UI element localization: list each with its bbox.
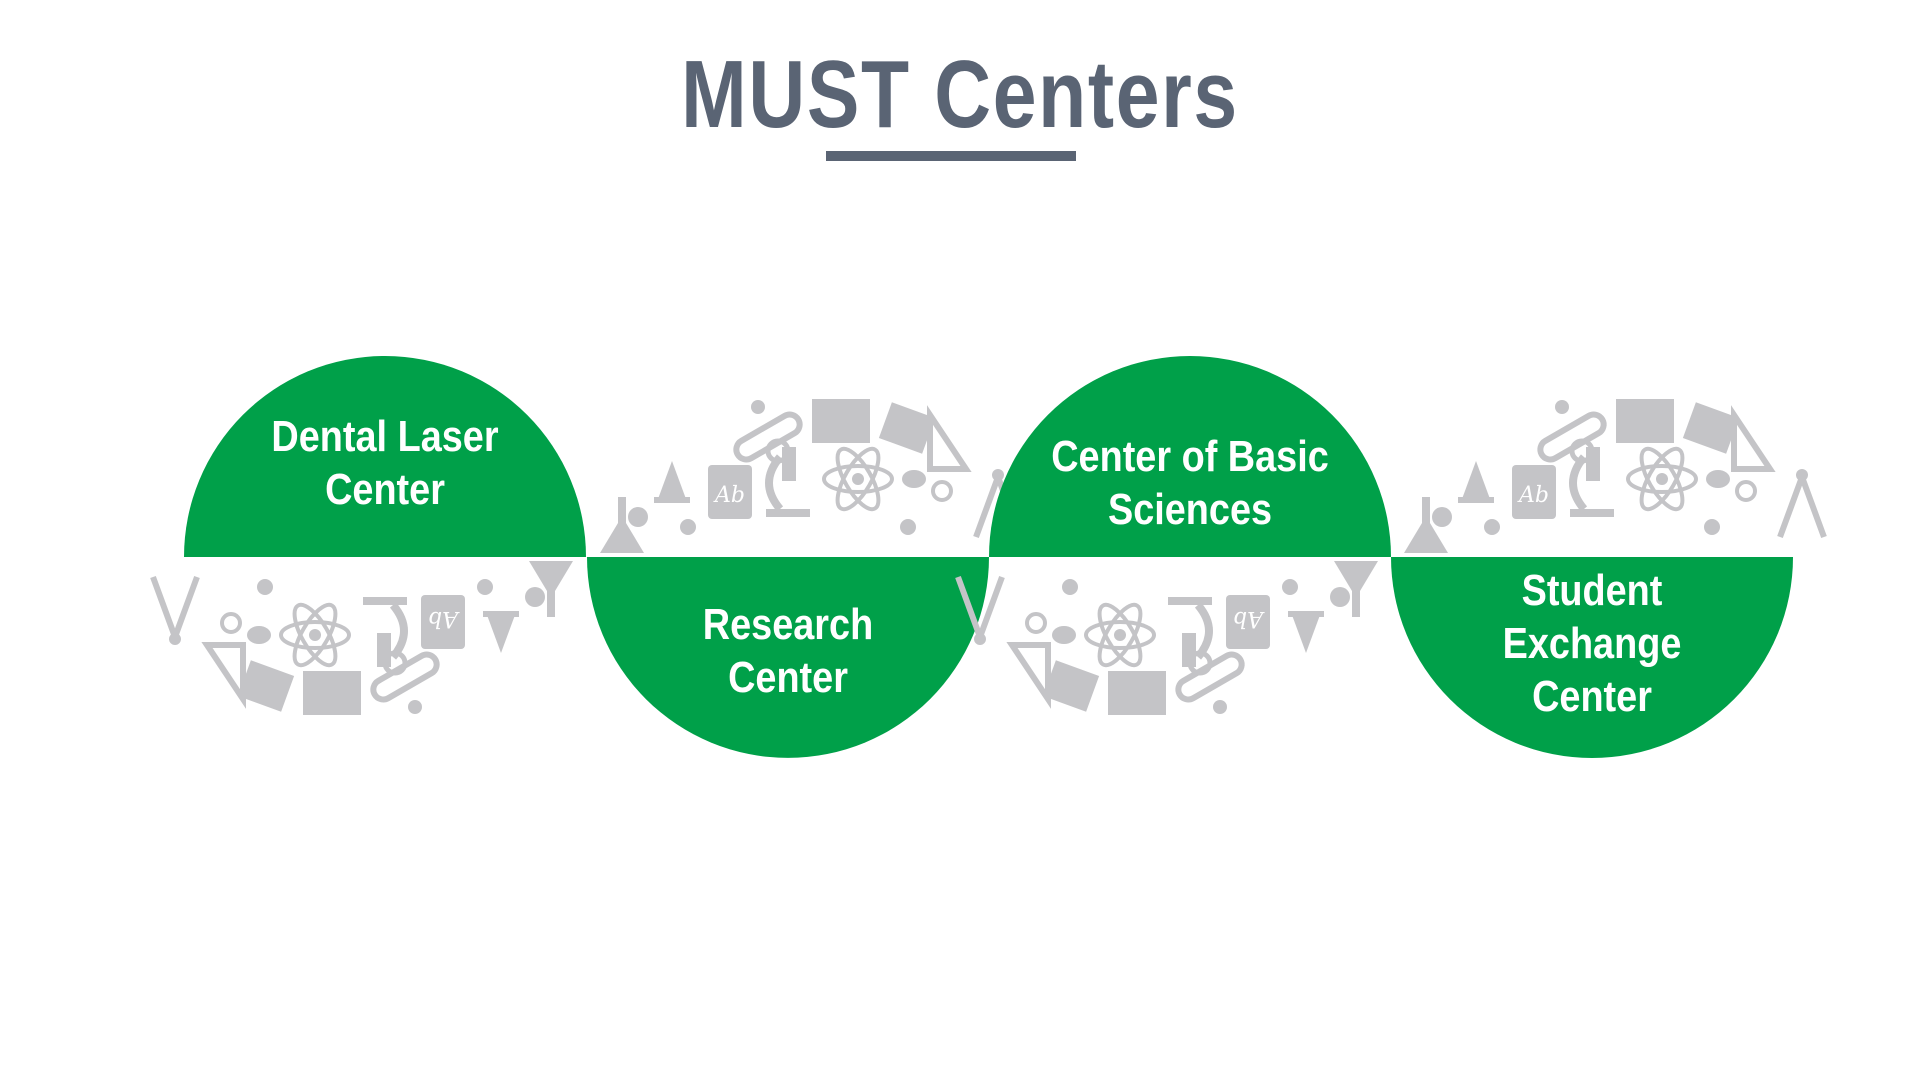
center-label-line: Center of Basic — [1051, 431, 1329, 481]
center-label-line: Dental Laser — [271, 411, 499, 461]
icon-dot — [900, 519, 916, 535]
center-label-line: Center — [1532, 671, 1652, 721]
icon-dot — [1062, 579, 1078, 595]
center-green-half — [989, 356, 1391, 557]
icon-dot — [257, 579, 273, 595]
center-node — [587, 399, 1020, 758]
icon-cluster — [600, 399, 1020, 553]
icon-dot — [842, 401, 854, 413]
icon-dot — [751, 400, 765, 414]
icon-dot — [1213, 700, 1227, 714]
icon-dot — [1555, 400, 1569, 414]
icon-cluster — [153, 561, 573, 715]
icon-dot — [1330, 587, 1350, 607]
center-node — [958, 356, 1391, 715]
page-title: MUST Centers — [681, 41, 1239, 148]
icon-dot — [319, 701, 331, 713]
center-green-half — [184, 356, 586, 557]
center-green-half — [587, 557, 989, 758]
icon-cluster — [958, 561, 1378, 715]
icon-dot — [477, 579, 493, 595]
icon-dot — [680, 519, 696, 535]
icon-dot — [1124, 701, 1136, 713]
center-green-half — [1391, 557, 1793, 758]
icon-dot — [525, 587, 545, 607]
icon-dot — [1704, 519, 1720, 535]
center-label-line: Sciences — [1107, 484, 1273, 534]
center-node — [1391, 399, 1824, 758]
center-label-line: Research — [702, 600, 874, 650]
center-node — [153, 356, 586, 715]
icon-dot — [1484, 519, 1500, 535]
title-underline — [826, 151, 1076, 161]
icon-dot — [1432, 507, 1452, 527]
center-label-line: Center — [728, 653, 848, 703]
icon-dot — [1282, 579, 1298, 595]
icon-dot — [1646, 401, 1658, 413]
icon-dot — [408, 700, 422, 714]
center-label-line: Exchange — [1502, 618, 1682, 668]
center-label-line: Center — [325, 464, 445, 514]
icon-cluster — [1404, 399, 1824, 553]
center-label-line: Student — [1521, 565, 1663, 615]
icon-dot — [628, 507, 648, 527]
